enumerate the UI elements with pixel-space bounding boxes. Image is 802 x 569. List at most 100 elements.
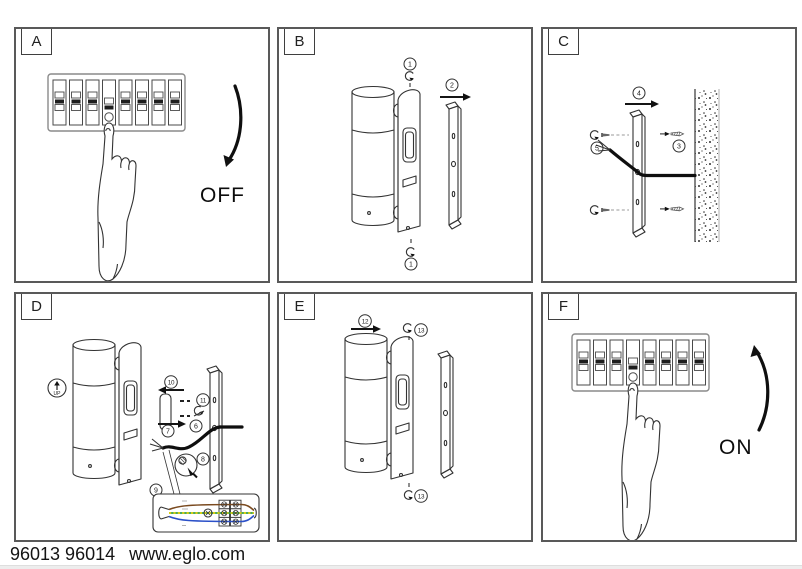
svg-text:13: 13 [418, 327, 425, 334]
callout-5-badge: 5 [590, 141, 604, 155]
svg-text:2: 2 [450, 83, 454, 90]
callout-13-bottom-badge: 13 [414, 489, 428, 503]
panel-b-illustration: 1 2 1 [351, 57, 471, 271]
off-arrow-icon [223, 84, 243, 167]
panel-a-label-box: A [21, 29, 52, 55]
pointing-hand-drawing [621, 382, 661, 540]
off-label: OFF [200, 184, 245, 207]
panel-f-illustration [571, 333, 770, 540]
wall-anchor-icon-top [659, 131, 685, 137]
detail-leader-lines [162, 449, 181, 495]
wire-label-marks [182, 500, 188, 526]
callout-13-top-badge: 13 [414, 323, 428, 337]
callout-11-badge: 11 [196, 393, 210, 407]
on-label: ON [719, 436, 753, 459]
screw-turn-icon [402, 323, 413, 334]
panel-f-label: F [558, 298, 569, 315]
panel-d-illustration: UP 10 11 7 6 [47, 338, 260, 533]
svg-text:1: 1 [408, 62, 412, 69]
callout-4-badge: 4 [632, 86, 646, 100]
panel-a-illustration [47, 73, 243, 281]
screw-turn-icon [405, 247, 416, 258]
footer-product-codes: 96013 96014 [10, 544, 116, 564]
panel-b: B 1 2 1 [277, 27, 533, 283]
callout-2-badge: 2 [445, 78, 459, 92]
panel-e-illustration: 12 13 13 [344, 314, 454, 503]
cable-end-right [253, 507, 257, 519]
svg-text:6: 6 [194, 424, 198, 431]
panel-a: A OFF [14, 27, 270, 283]
svg-text:7: 7 [166, 429, 170, 436]
svg-text:3: 3 [677, 144, 681, 151]
panel-e: E 12 13 13 [277, 292, 533, 542]
callout-12-badge: 12 [358, 314, 372, 328]
up-orientation-icon: UP [47, 378, 67, 398]
screw-icon-top [589, 130, 629, 141]
mounting-plate-drawing [445, 101, 462, 230]
panel-c: C 4 5 [541, 27, 797, 283]
panel-b-label-box: B [284, 29, 315, 55]
screw-icon-bottom [589, 205, 629, 216]
panel-d-label-box: D [21, 294, 52, 320]
breaker-panel-drawing [47, 73, 186, 132]
svg-text:UP: UP [54, 391, 62, 397]
footer: 96013 96014 www.eglo.com [10, 544, 245, 565]
svg-text:1: 1 [409, 262, 413, 269]
svg-text:12: 12 [362, 318, 369, 325]
page-bottom-rule [0, 565, 802, 569]
svg-text:11: 11 [200, 397, 207, 404]
on-arrow-icon [750, 345, 770, 432]
cable-end-left [158, 506, 170, 520]
svg-text:5: 5 [595, 146, 599, 153]
screw-turn-icon [403, 490, 414, 501]
callout-10-badge: 10 [164, 375, 178, 389]
panel-f: F ON [541, 292, 797, 542]
callout-8-badge: 8 [196, 452, 210, 466]
lamp-drawing [351, 85, 421, 233]
callout-6-badge: 6 [189, 419, 203, 433]
svg-text:8: 8 [201, 457, 205, 464]
mounting-plate-drawing [437, 350, 454, 479]
mains-cable-drawing [595, 139, 697, 178]
screw-turn-icon [404, 71, 415, 82]
svg-text:9: 9 [154, 488, 158, 495]
panel-e-label: E [294, 298, 305, 315]
cut-strip-icon [192, 404, 205, 418]
breaker-panel-drawing [571, 333, 710, 392]
callout-1-bottom-badge: 1 [404, 257, 418, 271]
mount-arrow-icon [351, 325, 381, 333]
wiring-detail-inset [152, 493, 260, 533]
wall-anchor-icon-bottom [659, 206, 685, 212]
callout-7-badge: 7 [161, 424, 175, 438]
panel-c-label: C [558, 33, 569, 50]
terminal-screws [221, 501, 239, 525]
slide-out-arrow-icon [440, 93, 471, 101]
panel-e-label-box: E [284, 294, 315, 320]
lamp-drawing [72, 338, 142, 486]
wall-drawing [694, 89, 720, 242]
screwdriver-detail-icon [174, 453, 198, 479]
mains-cable-drawing [149, 425, 244, 452]
panel-c-label-box: C [548, 29, 579, 55]
wire-brown [168, 503, 255, 512]
footer-website: www.eglo.com [129, 544, 246, 564]
lamp-drawing [344, 332, 414, 480]
remove-cover-arrow-icon [158, 386, 184, 394]
insert-arrow-icon [158, 420, 186, 428]
svg-text:13: 13 [418, 493, 425, 500]
wire-blue [168, 514, 255, 523]
svg-text:4: 4 [637, 91, 641, 98]
panel-b-label: B [294, 33, 305, 50]
earth-screw-icon [203, 508, 213, 518]
svg-text:10: 10 [168, 379, 175, 386]
panel-c-illustration: 4 5 3 [589, 86, 720, 242]
panel-f-label-box: F [548, 294, 579, 320]
callout-3-badge: 3 [672, 139, 686, 153]
panel-a-label: A [31, 33, 42, 50]
strip-length-marks [180, 400, 190, 417]
place-arrow-icon [625, 100, 659, 108]
panel-d-label: D [31, 298, 42, 315]
callout-1-top-badge: 1 [403, 57, 417, 71]
panel-d: D UP 10 11 7 [14, 292, 270, 542]
